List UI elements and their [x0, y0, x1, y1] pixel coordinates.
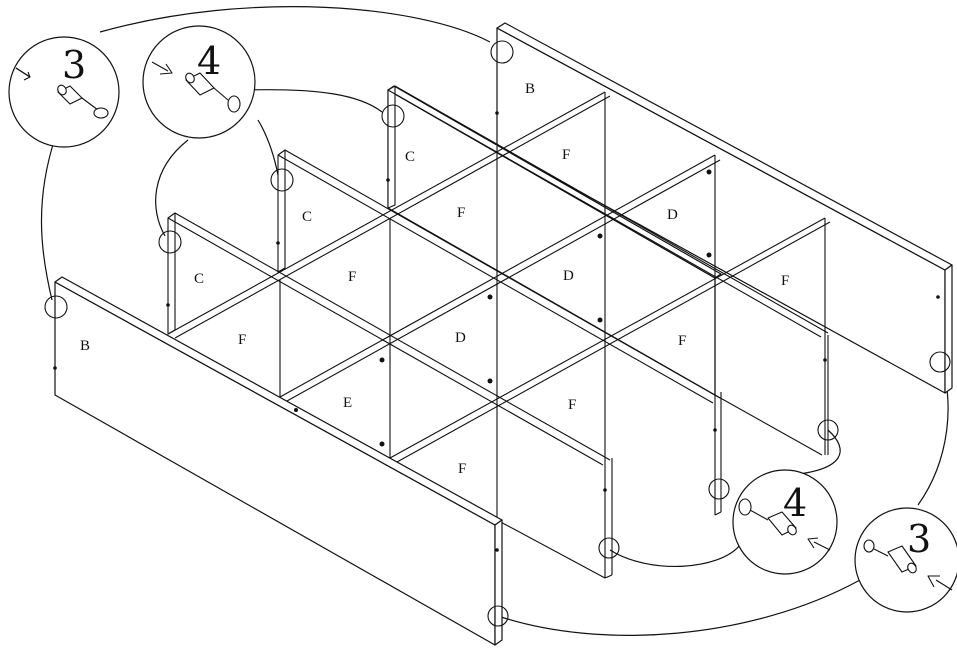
panel-label-b-front: B — [80, 338, 91, 354]
panel-label-e: E — [343, 395, 353, 411]
panel-label-f: F — [781, 273, 790, 289]
arrow-icon — [15, 67, 31, 81]
leader-curve-bottom-inner — [609, 544, 741, 568]
panel-label-f: F — [238, 332, 247, 348]
panel-label-f: F — [458, 461, 467, 477]
panel-label-f: F — [678, 333, 687, 349]
panel-label-c3: C — [194, 271, 205, 287]
arrow-icon — [927, 575, 953, 591]
panel-label-f: F — [568, 397, 577, 413]
panel-label-c1: C — [405, 149, 416, 165]
panel-label-f: F — [562, 147, 571, 163]
leader-curve-inner-left — [244, 89, 383, 113]
callout-number-4: 4 — [197, 39, 222, 83]
leader-curve-right-inner — [789, 429, 841, 476]
cam-bolt-icon — [738, 498, 797, 536]
dowel-icon — [57, 84, 109, 119]
leader-curve-inner-c2 — [257, 119, 279, 176]
front-board — [54, 276, 503, 646]
panel-label-d2: D — [563, 268, 574, 284]
callout-number-4: 4 — [783, 481, 808, 525]
panel-label-b-back: B — [525, 81, 536, 97]
back-board — [496, 22, 953, 394]
grid-lines — [167, 85, 831, 579]
leader-curve-inner-left-down — [155, 139, 189, 237]
dowel-icon — [863, 539, 917, 574]
panel-label-d3: D — [455, 330, 466, 346]
arrow-icon — [807, 537, 831, 551]
panel-label-f: F — [348, 269, 357, 285]
joint-markers — [44, 40, 951, 627]
hole-marks — [53, 111, 940, 552]
leader-curve-outer-left-down — [40, 137, 56, 301]
leader-curve-outer-left — [99, 6, 491, 43]
callout-number-3: 3 — [62, 43, 87, 87]
leader-curve-bottom-outer — [497, 579, 861, 636]
callout-number-3: 3 — [907, 517, 932, 561]
panel-label-c2: C — [302, 209, 313, 225]
panel-label-d1: D — [667, 207, 678, 223]
arrow-icon — [151, 61, 173, 75]
cam-bolt-icon — [185, 72, 241, 113]
panel-label-f: F — [457, 205, 466, 221]
